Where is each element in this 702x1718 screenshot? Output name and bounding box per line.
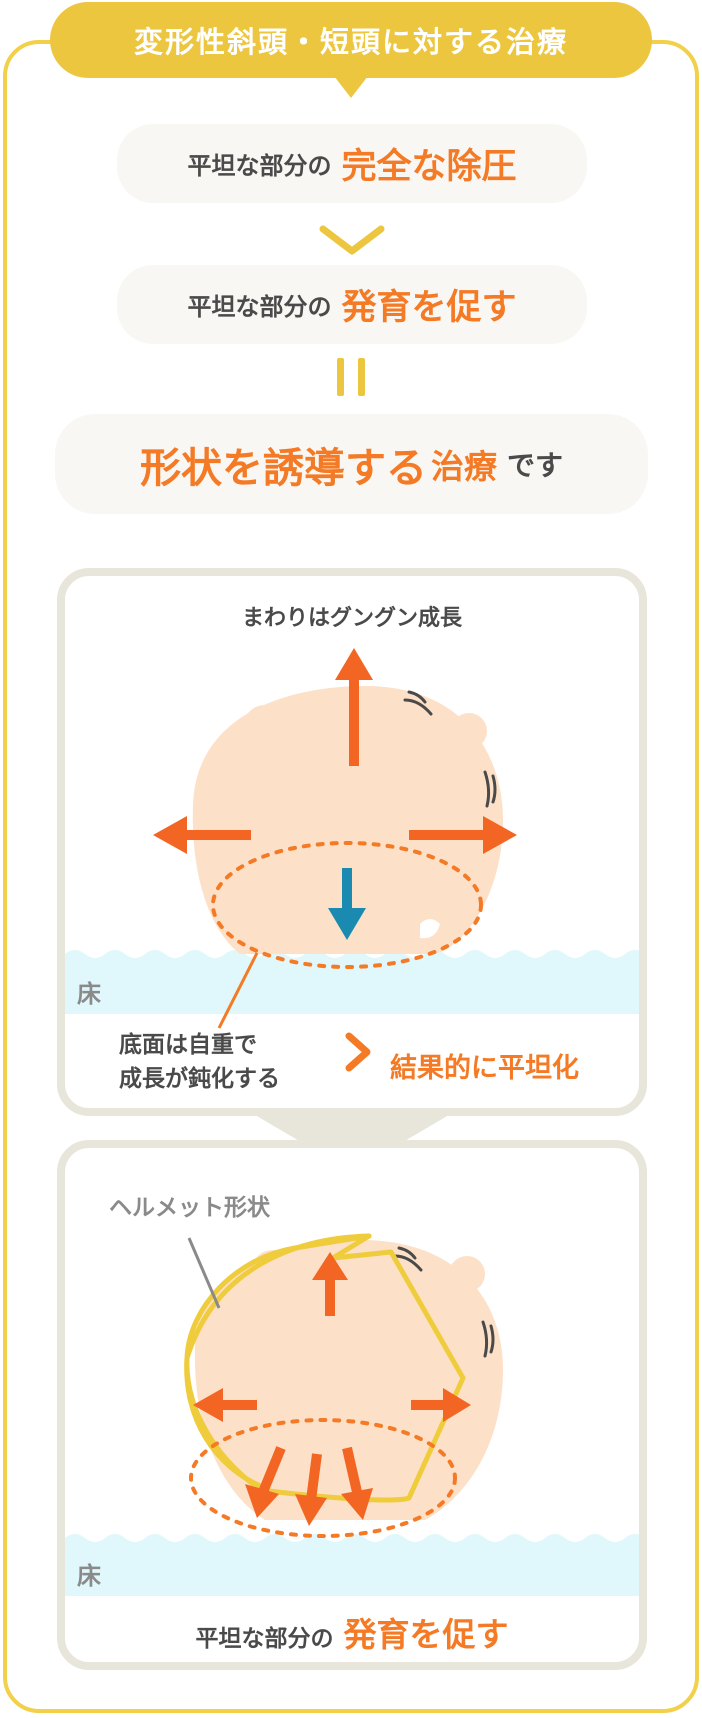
down-chevron-icon [319,225,385,255]
note-line1: 底面は自重で [119,1032,257,1058]
growth-arrow-left [153,816,251,854]
growth-arrow-down-left [245,1446,286,1518]
floor-band [65,1534,639,1596]
baby-head-icon [192,686,504,954]
helmet-leader-line [187,1237,221,1309]
floor-label: 床 [77,1562,101,1590]
growth-arrow-up [312,1252,348,1316]
panel-helmet: ヘルメット形状 床 平坦な部分の 発育を促す [57,1140,647,1670]
growth-arrow-right [409,816,517,854]
title-pointer [334,76,368,98]
panel2-caption-prefix: 平坦な部分の [195,1626,334,1652]
title-banner: 変形性斜頭・短頭に対する治療 [50,2,652,78]
panel1-caption: まわりはグングン成長 [241,606,462,631]
floor-label: 床 [77,980,101,1008]
growth-arrow-down-right [341,1446,373,1520]
step1-prefix: 平坦な部分の [187,152,332,180]
flat-area-ellipse [189,1418,457,1538]
equals-icon [337,358,365,396]
conclusion-main: 形状を誘導する [139,444,427,492]
title-text: 変形性斜頭・短頭に対する治療 [133,25,568,59]
panel2-caption-highlight: 発育を促す [343,1615,509,1654]
step2-prefix: 平坦な部分の [187,293,332,321]
panel-flattening: まわりはグングン成長 床 底面は自重で 成長が鈍化する 結果的に平坦化 [57,568,647,1116]
helmet-label: ヘルメット形状 [109,1195,270,1221]
growth-arrow-right [411,1388,471,1422]
step-decompression: 平坦な部分の 完全な除圧 [117,124,587,203]
pressure-arrow-down [328,868,366,940]
leader-line [217,952,259,1029]
flattening-note: 底面は自重で 成長が鈍化する [119,1028,280,1096]
panel2-caption: 平坦な部分の 発育を促す [65,1608,639,1656]
step1-highlight: 完全な除圧 [341,147,517,187]
conclusion-box: 形状を誘導する 治療 です [55,414,648,514]
floor-band [65,950,639,1014]
growth-arrow-down [295,1453,327,1526]
helmet-outline [184,1233,372,1491]
step-promote-growth: 平坦な部分の 発育を促す [117,265,587,344]
conclusion-sub: 治療 [430,447,497,486]
panel2-illustration [65,1233,639,1596]
panel1-illustration [65,648,639,1072]
flat-area-ellipse [211,841,483,969]
step2-highlight: 発育を促す [341,288,517,328]
note-line2: 成長が鈍化する [119,1066,280,1092]
conclusion-tail: です [506,449,563,482]
result-text: 結果的に平坦化 [390,1053,579,1084]
helmet-icon [184,1233,466,1503]
chevron-right-icon [345,1032,371,1072]
growth-arrow-left [193,1388,257,1422]
growth-arrow-up [335,648,373,766]
